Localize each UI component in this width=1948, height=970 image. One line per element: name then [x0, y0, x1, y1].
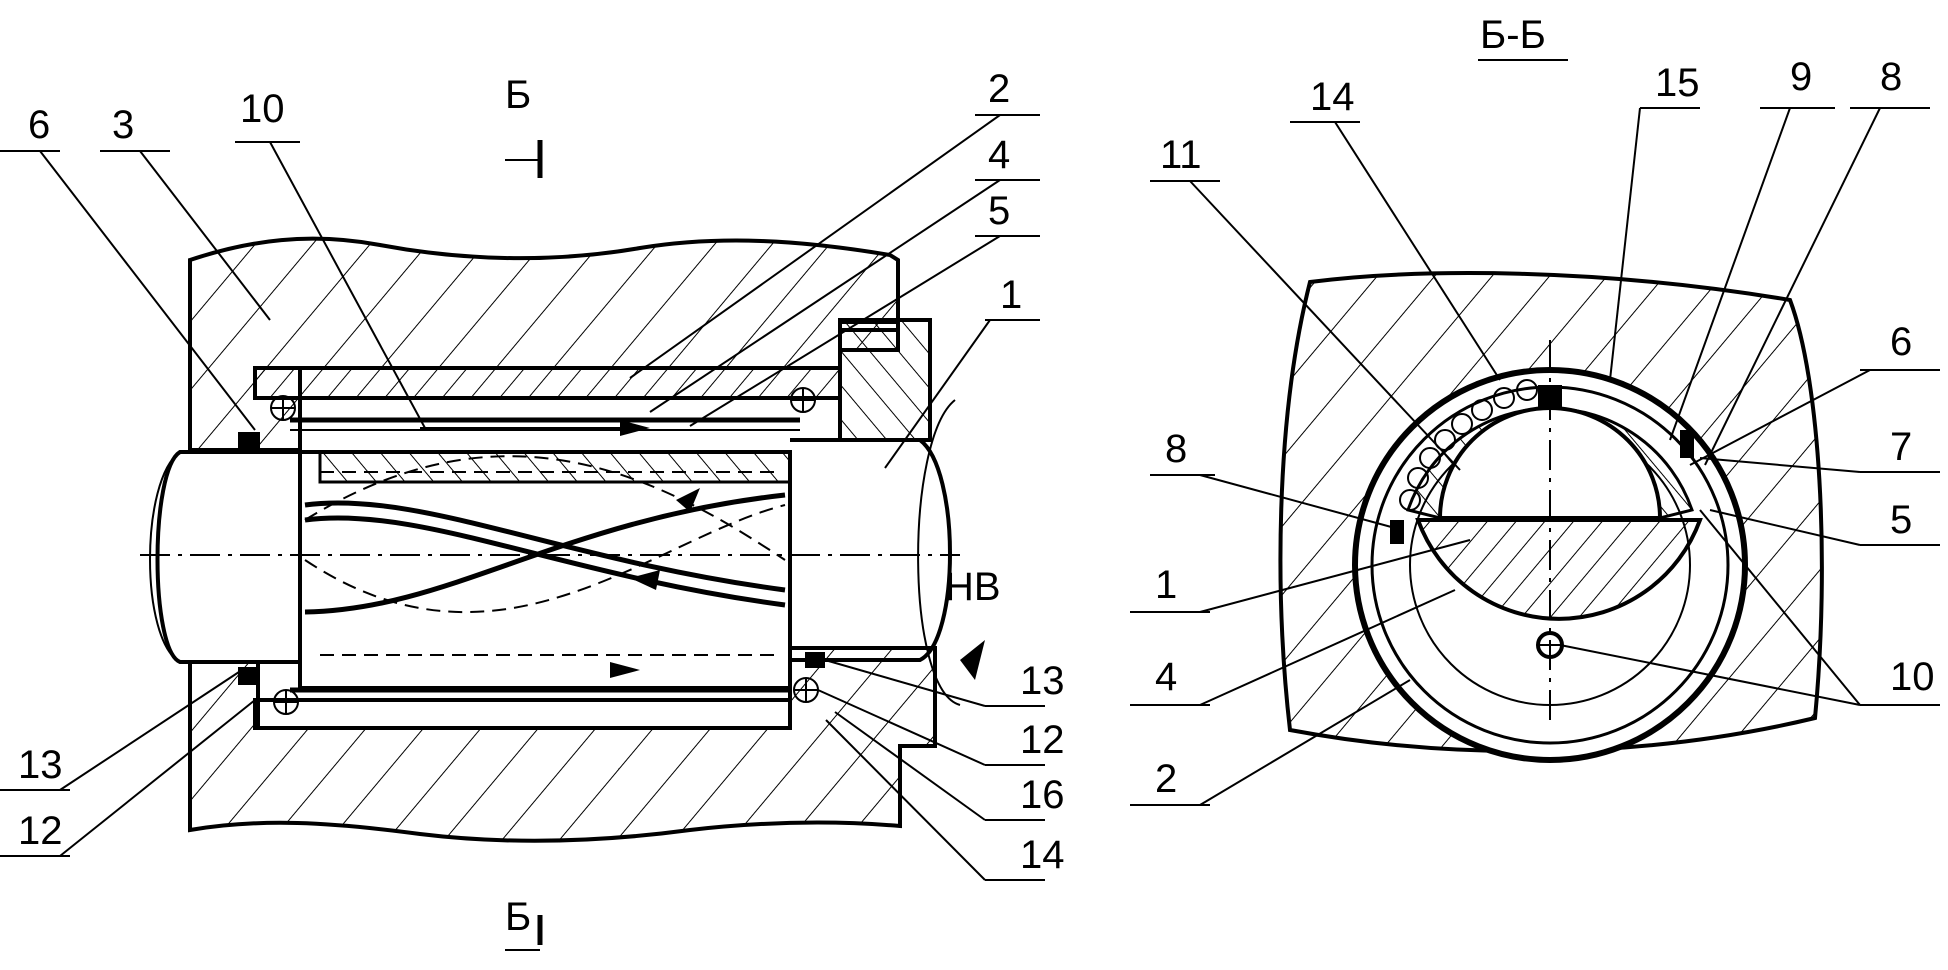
sleeve-top	[255, 368, 840, 398]
svg-text:3: 3	[112, 103, 134, 147]
svg-text:2: 2	[988, 67, 1010, 111]
svg-text:6: 6	[1890, 320, 1912, 364]
sleeve-bottom	[255, 700, 790, 728]
svg-text:14: 14	[1020, 833, 1065, 877]
svg-text:13: 13	[1020, 659, 1065, 703]
cross-section-view: Б-Б 1	[1130, 13, 1940, 805]
svg-text:2: 2	[1155, 757, 1177, 801]
svg-text:8: 8	[1880, 55, 1902, 99]
svg-text:7: 7	[1890, 425, 1912, 469]
svg-text:13: 13	[18, 743, 63, 787]
svg-text:5: 5	[1890, 498, 1912, 542]
svg-text:4: 4	[988, 133, 1010, 177]
svg-text:10: 10	[1890, 655, 1935, 699]
svg-text:6: 6	[28, 103, 50, 147]
svg-text:1: 1	[1000, 273, 1022, 317]
svg-text:1: 1	[1155, 563, 1177, 607]
bushing	[300, 452, 790, 688]
svg-text:10: 10	[240, 87, 285, 131]
svg-text:12: 12	[1020, 718, 1065, 762]
svg-text:12: 12	[18, 809, 63, 853]
svg-text:8: 8	[1165, 427, 1187, 471]
svg-text:5: 5	[988, 189, 1010, 233]
section-mark-top: Б	[505, 73, 531, 117]
svg-text:15: 15	[1655, 61, 1700, 105]
svg-text:9: 9	[1790, 55, 1812, 99]
svg-text:4: 4	[1155, 655, 1177, 699]
callout: 3	[100, 103, 270, 320]
section-mark-bottom: Б	[505, 895, 531, 939]
section-title: Б-Б	[1480, 13, 1546, 57]
svg-text:14: 14	[1310, 75, 1355, 119]
shaft-right	[790, 440, 950, 660]
rotation-label: HB	[945, 565, 1001, 609]
svg-text:16: 16	[1020, 773, 1065, 817]
shaft-left	[158, 452, 301, 662]
longitudinal-section-view: HB Б Б 6 3 10 2 4 5 1 13 12 13 12 16 14	[0, 67, 1065, 950]
svg-text:11: 11	[1160, 133, 1202, 177]
